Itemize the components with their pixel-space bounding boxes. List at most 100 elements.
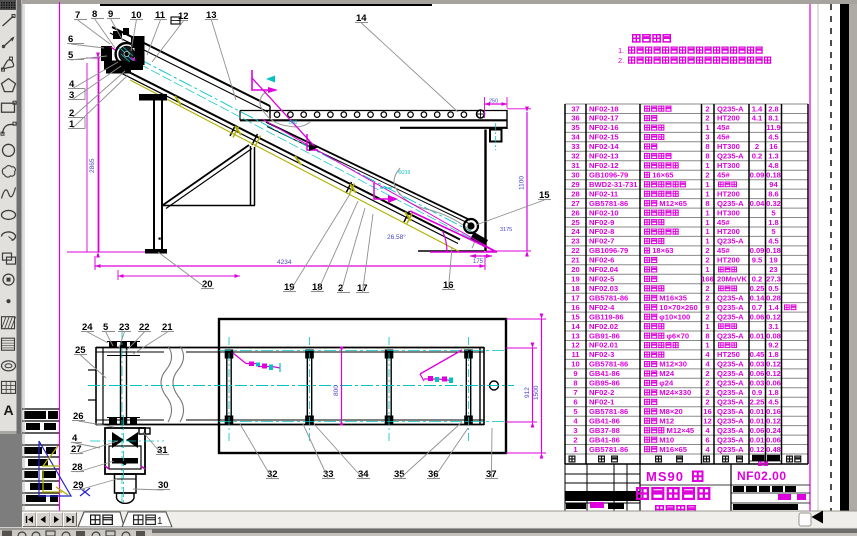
svg-text:Q235-A: Q235-A bbox=[717, 398, 744, 407]
svg-text:HT200: HT200 bbox=[717, 256, 740, 265]
svg-text:1: 1 bbox=[705, 227, 710, 236]
svg-text:φ24: φ24 bbox=[659, 379, 674, 388]
svg-text:0.09: 0.09 bbox=[750, 246, 765, 255]
svg-text:2: 2 bbox=[705, 293, 709, 302]
svg-text:NF02-14: NF02-14 bbox=[589, 142, 619, 151]
svg-text:35: 35 bbox=[571, 123, 580, 132]
svg-text:30: 30 bbox=[158, 480, 169, 491]
svg-text:250: 250 bbox=[489, 99, 498, 105]
svg-text:NF02-9: NF02-9 bbox=[589, 218, 614, 227]
svg-text:10: 10 bbox=[571, 360, 579, 369]
svg-text:4: 4 bbox=[705, 445, 710, 454]
svg-text:31: 31 bbox=[571, 161, 580, 170]
svg-text:24: 24 bbox=[571, 227, 580, 236]
svg-text:NF02-11: NF02-11 bbox=[589, 189, 619, 198]
svg-text:32: 32 bbox=[267, 469, 278, 480]
svg-text:NF02.02: NF02.02 bbox=[589, 322, 618, 331]
svg-text:2: 2 bbox=[69, 108, 74, 119]
svg-text:0.06: 0.06 bbox=[766, 379, 781, 388]
svg-text:0.32: 0.32 bbox=[766, 199, 781, 208]
svg-text:M10: M10 bbox=[659, 435, 674, 444]
svg-text:2: 2 bbox=[338, 283, 343, 294]
svg-text:NF02-6: NF02-6 bbox=[589, 256, 614, 265]
svg-text:34: 34 bbox=[358, 469, 369, 480]
svg-text:2: 2 bbox=[705, 284, 709, 293]
svg-text:8.1: 8.1 bbox=[768, 114, 779, 123]
svg-text:1: 1 bbox=[69, 119, 75, 130]
svg-text:HT300: HT300 bbox=[717, 208, 740, 217]
svg-text:14: 14 bbox=[571, 322, 580, 331]
svg-text:4: 4 bbox=[573, 416, 578, 425]
svg-text:33: 33 bbox=[323, 469, 334, 480]
svg-text:9: 9 bbox=[705, 303, 709, 312]
svg-text:5: 5 bbox=[103, 322, 109, 333]
svg-text:45#: 45# bbox=[717, 123, 730, 132]
svg-text:8: 8 bbox=[705, 152, 709, 161]
svg-text:0.03: 0.03 bbox=[750, 360, 765, 369]
svg-text:26: 26 bbox=[73, 411, 84, 422]
svg-text:16×65: 16×65 bbox=[652, 171, 674, 180]
svg-text:Q235-A: Q235-A bbox=[717, 379, 744, 388]
svg-text:29: 29 bbox=[571, 180, 579, 189]
svg-text:8: 8 bbox=[705, 142, 709, 151]
svg-text:9: 9 bbox=[573, 369, 577, 378]
svg-text:Q235-A: Q235-A bbox=[717, 199, 744, 208]
svg-text:16: 16 bbox=[571, 303, 579, 312]
svg-text:11: 11 bbox=[571, 350, 580, 359]
svg-text:19: 19 bbox=[571, 275, 579, 284]
svg-text:26: 26 bbox=[571, 208, 579, 217]
svg-text:2: 2 bbox=[705, 398, 709, 407]
svg-text:0.45: 0.45 bbox=[750, 350, 766, 359]
svg-text:GB41-86: GB41-86 bbox=[589, 435, 620, 444]
svg-text:Q235-A: Q235-A bbox=[717, 303, 744, 312]
svg-text:19: 19 bbox=[284, 282, 295, 293]
svg-text:22: 22 bbox=[571, 246, 579, 255]
svg-text:25: 25 bbox=[571, 218, 580, 227]
svg-text:GB1096-79: GB1096-79 bbox=[589, 246, 628, 255]
svg-text:7: 7 bbox=[573, 388, 577, 397]
svg-text:Q235-A: Q235-A bbox=[717, 104, 744, 113]
svg-text:6: 6 bbox=[705, 435, 709, 444]
svg-text:94: 94 bbox=[769, 180, 778, 189]
svg-text:4: 4 bbox=[705, 360, 710, 369]
svg-text:8: 8 bbox=[92, 9, 97, 20]
svg-text:36: 36 bbox=[571, 114, 579, 123]
svg-text:20: 20 bbox=[571, 265, 579, 274]
svg-text:0.06: 0.06 bbox=[750, 426, 765, 435]
svg-text:HT200: HT200 bbox=[717, 114, 740, 123]
svg-text:0.03: 0.03 bbox=[750, 379, 765, 388]
svg-text:8: 8 bbox=[573, 379, 577, 388]
svg-text:Q235-A: Q235-A bbox=[717, 388, 744, 397]
svg-text:1.8: 1.8 bbox=[768, 388, 779, 397]
svg-text:34: 34 bbox=[571, 133, 580, 142]
svg-text:HT300: HT300 bbox=[717, 142, 740, 151]
svg-text:8: 8 bbox=[705, 199, 709, 208]
svg-text:GB95-86: GB95-86 bbox=[589, 379, 620, 388]
svg-text:45#: 45# bbox=[717, 133, 730, 142]
svg-text:37: 37 bbox=[571, 104, 579, 113]
svg-text:0.24: 0.24 bbox=[766, 426, 782, 435]
svg-text:4.1: 4.1 bbox=[752, 114, 763, 123]
svg-text:0.08: 0.08 bbox=[766, 331, 781, 340]
svg-text:12: 12 bbox=[571, 341, 579, 350]
svg-text:27.3: 27.3 bbox=[766, 275, 781, 284]
svg-text:M12×30: M12×30 bbox=[659, 360, 687, 369]
svg-text:5: 5 bbox=[771, 208, 776, 217]
svg-text:1500: 1500 bbox=[533, 385, 540, 400]
svg-text:BWD2-31-731: BWD2-31-731 bbox=[589, 180, 638, 189]
svg-text:1.8: 1.8 bbox=[768, 218, 779, 227]
svg-text:A: A bbox=[3, 402, 13, 418]
svg-text:2: 2 bbox=[573, 435, 577, 444]
svg-text:9.5: 9.5 bbox=[752, 256, 763, 265]
svg-text:0.12: 0.12 bbox=[766, 416, 781, 425]
svg-text:2: 2 bbox=[705, 171, 709, 180]
svg-text:NF02-4: NF02-4 bbox=[589, 303, 615, 312]
svg-text:0.2: 0.2 bbox=[752, 275, 763, 284]
svg-text:2: 2 bbox=[705, 388, 709, 397]
svg-text:NF02-8: NF02-8 bbox=[589, 227, 614, 236]
svg-text:Q235-A: Q235-A bbox=[717, 435, 744, 444]
svg-text:0.5: 0.5 bbox=[768, 284, 779, 293]
svg-text:NF02-3: NF02-3 bbox=[589, 350, 614, 359]
svg-text:18×63: 18×63 bbox=[652, 246, 673, 255]
svg-text:23: 23 bbox=[119, 322, 130, 333]
